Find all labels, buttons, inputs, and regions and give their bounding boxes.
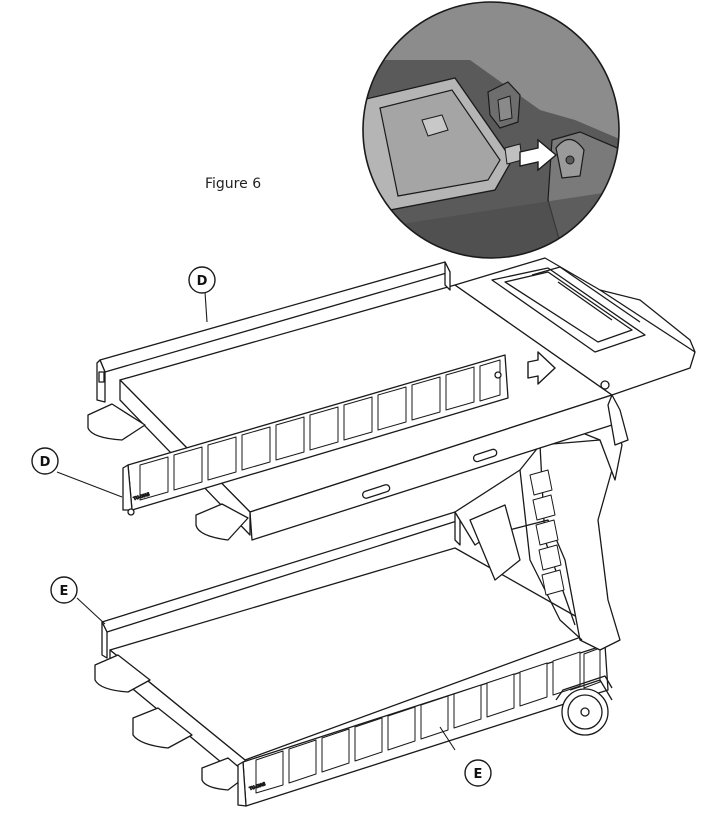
insert-arrow-icon xyxy=(527,351,556,385)
lower-front-rail: TU-DIAS xyxy=(237,644,609,807)
lower-shelf: TU-DIAS xyxy=(94,511,609,807)
rail-part-label-upper: TU-DIAS xyxy=(132,491,150,501)
lower-back-rail xyxy=(101,511,461,659)
callout-label: D xyxy=(197,274,208,289)
callout-d-left: D xyxy=(31,447,59,475)
caster-wheel xyxy=(555,675,613,736)
callout-leader-d-top xyxy=(204,291,208,323)
callout-leader-d-left xyxy=(56,471,123,498)
rail-part-label-lower: TU-DIAS xyxy=(248,781,266,791)
callout-e-bottom: E xyxy=(464,759,492,787)
inset-arrow-icon xyxy=(519,138,558,172)
callout-label: D xyxy=(40,455,51,470)
callout-d-top: D xyxy=(188,266,216,294)
detail-inset xyxy=(362,1,620,259)
callout-label: E xyxy=(60,584,69,599)
callout-leader-e-bottom xyxy=(439,726,456,751)
figure-title: Figure 6 xyxy=(205,176,262,192)
callout-e-left: E xyxy=(50,576,78,604)
upper-shelf: TU-DIAS xyxy=(87,257,696,541)
upper-front-rail: TU-DIAS xyxy=(122,354,509,516)
side-frame xyxy=(454,414,623,651)
storage-tray xyxy=(454,257,696,446)
upper-back-rail xyxy=(96,261,451,403)
callout-label: E xyxy=(474,767,483,782)
callout-leader-e-left xyxy=(76,597,106,625)
